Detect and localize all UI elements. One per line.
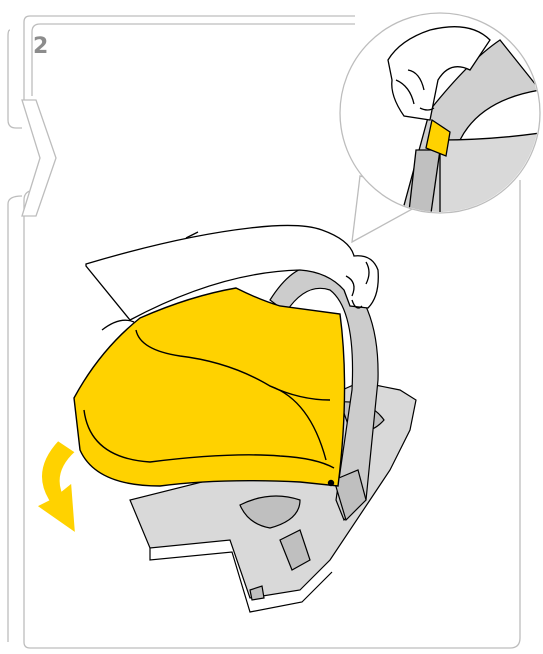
canopy bbox=[74, 288, 345, 486]
chevron-right-icon bbox=[22, 100, 56, 216]
curved-down-arrow-icon bbox=[36, 440, 76, 534]
magnifier-detail-circle bbox=[340, 13, 543, 242]
